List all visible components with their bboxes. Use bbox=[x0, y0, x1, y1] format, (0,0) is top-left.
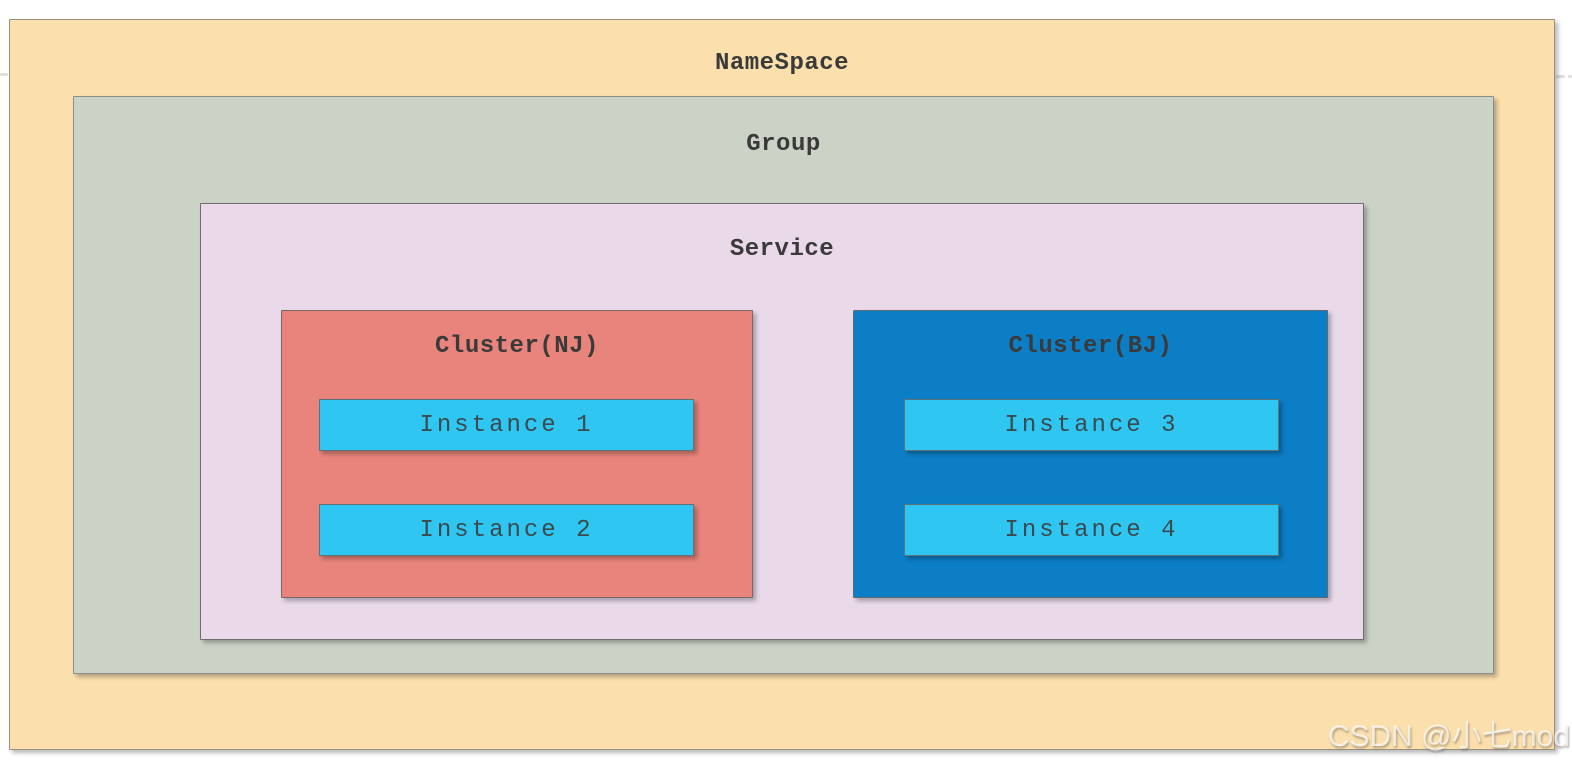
group-box: Group Service Cluster(NJ) Instance 1 Ins… bbox=[73, 96, 1494, 674]
instance-2-box: Instance 2 bbox=[319, 504, 694, 556]
group-label: Group bbox=[746, 131, 821, 158]
service-box: Service Cluster(NJ) Instance 1 Instance … bbox=[200, 203, 1364, 640]
csdn-watermark: CSDN @小七mod bbox=[1327, 720, 1570, 753]
instance-4-box: Instance 4 bbox=[904, 504, 1279, 556]
namespace-label: NameSpace bbox=[714, 50, 850, 77]
namespace-box: NameSpace Group Service Cluster(NJ) Inst… bbox=[9, 19, 1555, 750]
service-label: Service bbox=[729, 236, 835, 263]
cluster-nj-box: Cluster(NJ) Instance 1 Instance 2 bbox=[281, 310, 753, 598]
page-boundary-dash-left bbox=[0, 73, 8, 76]
page-boundary-dash-right bbox=[1556, 75, 1565, 78]
cluster-nj-label: Cluster(NJ) bbox=[435, 333, 599, 360]
instance-1-box: Instance 1 bbox=[319, 399, 694, 451]
page-boundary-dash-right bbox=[1568, 75, 1572, 78]
cluster-bj-label: Cluster(BJ) bbox=[1008, 333, 1173, 360]
cluster-bj-box: Cluster(BJ) Instance 3 Instance 4 bbox=[853, 310, 1328, 598]
instance-3-box: Instance 3 bbox=[904, 399, 1279, 451]
